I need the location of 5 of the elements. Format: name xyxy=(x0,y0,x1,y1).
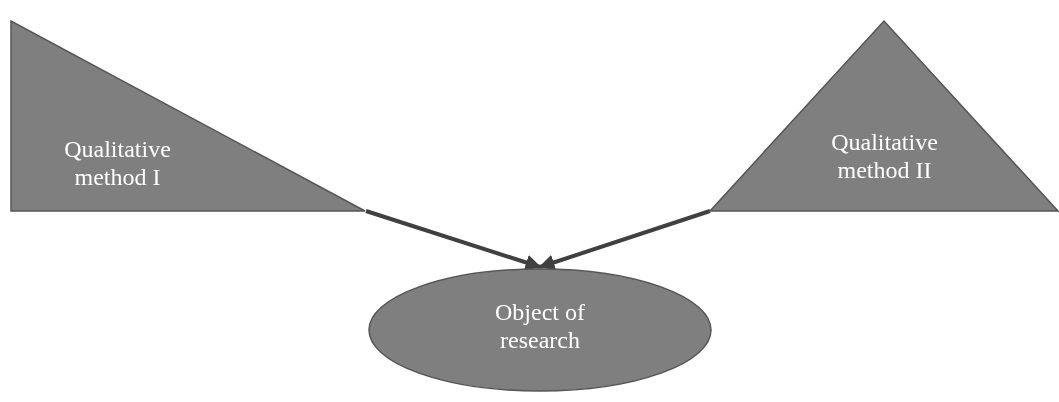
node-label: Qualitative method I xyxy=(63,135,172,191)
node-label: Object of research xyxy=(494,298,586,354)
arrow xyxy=(538,209,711,271)
node-label: Qualitative method II xyxy=(830,128,939,184)
arrow xyxy=(365,209,542,271)
